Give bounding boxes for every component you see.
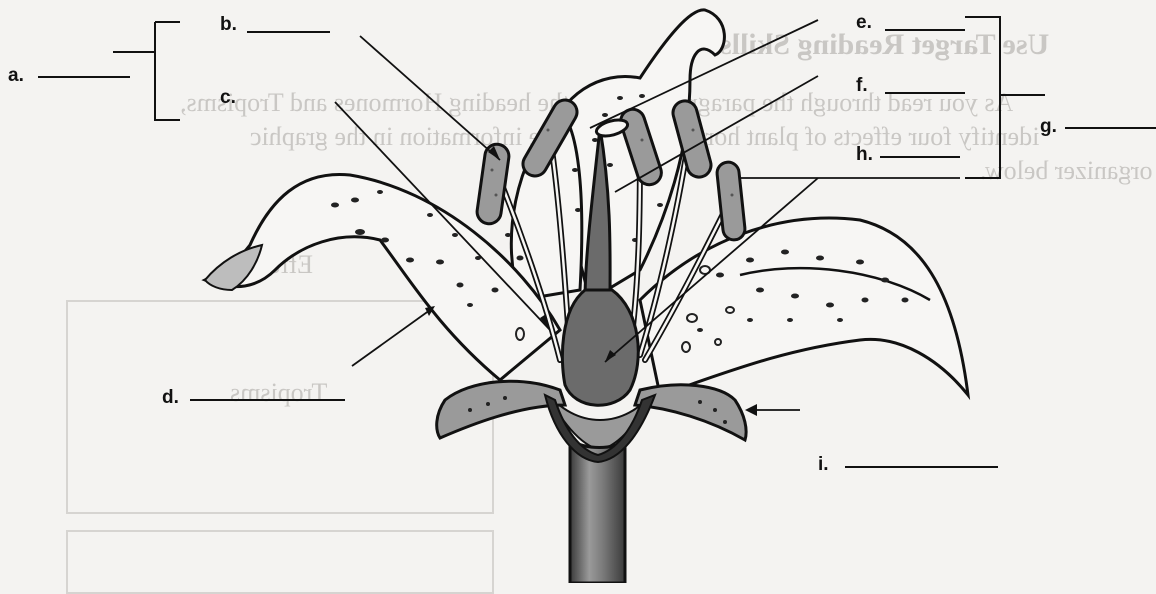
sepal-right <box>635 385 746 440</box>
ovary <box>562 290 638 405</box>
label-d: d. <box>162 388 179 407</box>
label-g: g. <box>1040 117 1057 136</box>
label-e: e. <box>856 13 872 32</box>
petal-right <box>640 218 968 395</box>
label-c: c. <box>220 88 236 107</box>
label-h: h. <box>856 145 873 164</box>
sepal-left <box>437 381 565 438</box>
label-f: f. <box>856 76 868 95</box>
label-a: a. <box>8 66 24 85</box>
label-b: b. <box>220 15 237 34</box>
label-i: i. <box>818 455 829 474</box>
